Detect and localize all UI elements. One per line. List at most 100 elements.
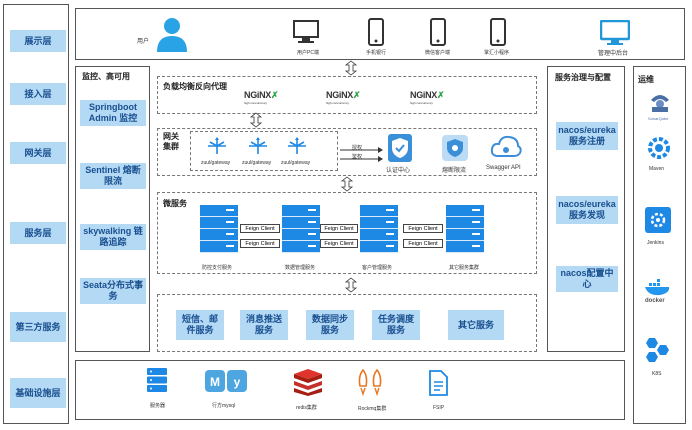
governance-title: 服务治理与配置 [555, 73, 611, 82]
third-party-frame [157, 294, 537, 352]
infra-redis-label: redis集群 [296, 405, 317, 411]
server-stack-4 [446, 205, 484, 253]
third-party-push: 消息推送服务 [240, 310, 288, 340]
wechat-phone-icon [430, 18, 446, 46]
infra-mysql-label: 行方mysql [212, 403, 236, 409]
swagger-cloud-icon [490, 135, 522, 157]
infra-rocketmq-label: Rockmq集群 [358, 406, 387, 412]
governance-registry: nacos/eureka 服务注册 [556, 122, 618, 150]
jenkins-icon [645, 207, 671, 233]
gateway-nodes-frame [190, 131, 338, 171]
nginx-label-1: NGiNX [244, 90, 272, 100]
maven-label: Maven [649, 166, 665, 172]
client-mobile-label: 手机银行 [366, 50, 387, 56]
layer-third-party: 第三方服务 [10, 312, 66, 342]
micro-service-label-1: 防控支付服务 [202, 265, 233, 271]
swagger-label: Swagger API [486, 165, 521, 171]
server-icon [147, 368, 167, 392]
nginx-sub-1: high concurrency [244, 101, 267, 105]
nginx-label-2: NGiNX [326, 90, 354, 100]
gateway-node-label-3: zuul/gateway [281, 160, 311, 166]
gateway-node-icon-3 [288, 137, 306, 154]
governance-config: nacos配置中心 [556, 266, 618, 292]
infra-server-label: 服务器 [150, 403, 166, 409]
rocketmq-icon [358, 368, 382, 396]
infra-fsip-label: FSIP [433, 405, 445, 411]
layer-display: 展示层 [10, 30, 66, 52]
nginx-sub-3: high concurrency [410, 101, 433, 105]
arrow-micro-third [344, 277, 358, 293]
user-label: 用户 [137, 39, 150, 45]
third-party-other: 其它服务 [448, 310, 504, 340]
feign-client-3b: Feign Client [403, 239, 443, 248]
nginx-logo-3: NGiNX✗ [410, 90, 445, 100]
server-stack-2 [282, 205, 320, 253]
svg-text:y: y [234, 375, 241, 389]
layer-column [3, 4, 69, 424]
third-party-sync: 数据同步服务 [306, 310, 354, 340]
jenkins-label: Jenkins [647, 240, 664, 246]
miniprogram-phone-icon [490, 18, 506, 46]
maven-icon [648, 137, 670, 159]
user-icon [157, 18, 187, 52]
mysql-icon: M y [205, 370, 247, 392]
auth-center-label: 认证中心 [386, 168, 411, 174]
docker-icon [645, 279, 670, 296]
micro-service-label-4: 其它服务集群 [449, 265, 480, 271]
lb-frame [157, 76, 537, 114]
mobile-icon [368, 18, 384, 46]
lb-title: 负载均衡反向代理 [163, 82, 227, 91]
monitor-icon [600, 20, 630, 45]
k8s-label: K8S [652, 371, 662, 377]
redis-icon [294, 369, 322, 396]
layer-service: 服务层 [10, 222, 66, 244]
ops-title: 运维 [638, 75, 654, 84]
server-stack-1 [200, 205, 238, 253]
fsip-file-icon [429, 370, 448, 396]
gateway-frame [157, 128, 537, 176]
gateway-node-label-1: zuul/gateway [201, 160, 231, 166]
third-party-sms-email: 短信、邮件服务 [176, 310, 224, 340]
server-stack-3 [360, 205, 398, 253]
micro-title: 微服务 [163, 199, 187, 208]
nginx-sub-2: high concurrency [326, 101, 349, 105]
arrow-gateway-micro [340, 176, 354, 192]
ops-panel [633, 66, 686, 424]
nginx-logo-1: NGiNX✗ [244, 90, 279, 100]
nginx-label-3: NGiNX [410, 90, 438, 100]
feign-client-1b: Feign Client [240, 239, 280, 248]
feign-client-2b: Feign Client [320, 239, 358, 248]
svg-text:M: M [210, 375, 220, 389]
auth-center-icon [388, 134, 412, 162]
k8s-icon [646, 338, 669, 362]
circuit-breaker-icon [442, 135, 468, 161]
auth-arrow-label-2: 鉴权 [352, 154, 363, 160]
gateway-node-icon-2 [249, 137, 267, 154]
micro-service-label-3: 客户管理服务 [362, 265, 393, 271]
docker-label: docker [645, 298, 665, 304]
feign-client-3a: Feign Client [403, 224, 443, 233]
monitor-item-skywalking: skywalking 链路追踪 [80, 224, 146, 250]
micro-frame [157, 192, 537, 274]
governance-discovery: nacos/eureka 服务发现 [556, 196, 618, 224]
layer-gateway: 网关层 [10, 142, 66, 164]
monitor-item-sentinel: Sentinel 熔断限流 [80, 163, 146, 189]
sonarqube-label: SonarQube [648, 116, 669, 121]
monitor-item-seata: Seata分布式事务 [80, 278, 146, 304]
layer-access: 接入层 [10, 83, 66, 105]
admin-label: 管理中后台 [598, 51, 629, 57]
layer-infra: 基础设施层 [10, 378, 66, 408]
monitor-title: 监控、高可用 [82, 72, 130, 81]
sonarqube-icon [651, 95, 669, 112]
client-wechat-label: 微信客户端 [425, 50, 451, 56]
nginx-logo-2: NGiNX✗ [326, 90, 361, 100]
monitor-item-springboot-admin: Springboot Admin 监控 [80, 100, 146, 126]
arrow-lb-gateway [249, 112, 263, 128]
micro-service-label-2: 数据管理服务 [285, 265, 316, 271]
circuit-breaker-label: 熔断限流 [442, 168, 467, 174]
gateway-node-icon-1 [208, 137, 226, 154]
pc-icon [293, 20, 319, 43]
auth-arrow-label-1: 授权 [352, 145, 363, 151]
arrow-display-access [344, 60, 358, 76]
client-pc-label: 用户PC端 [297, 50, 319, 56]
